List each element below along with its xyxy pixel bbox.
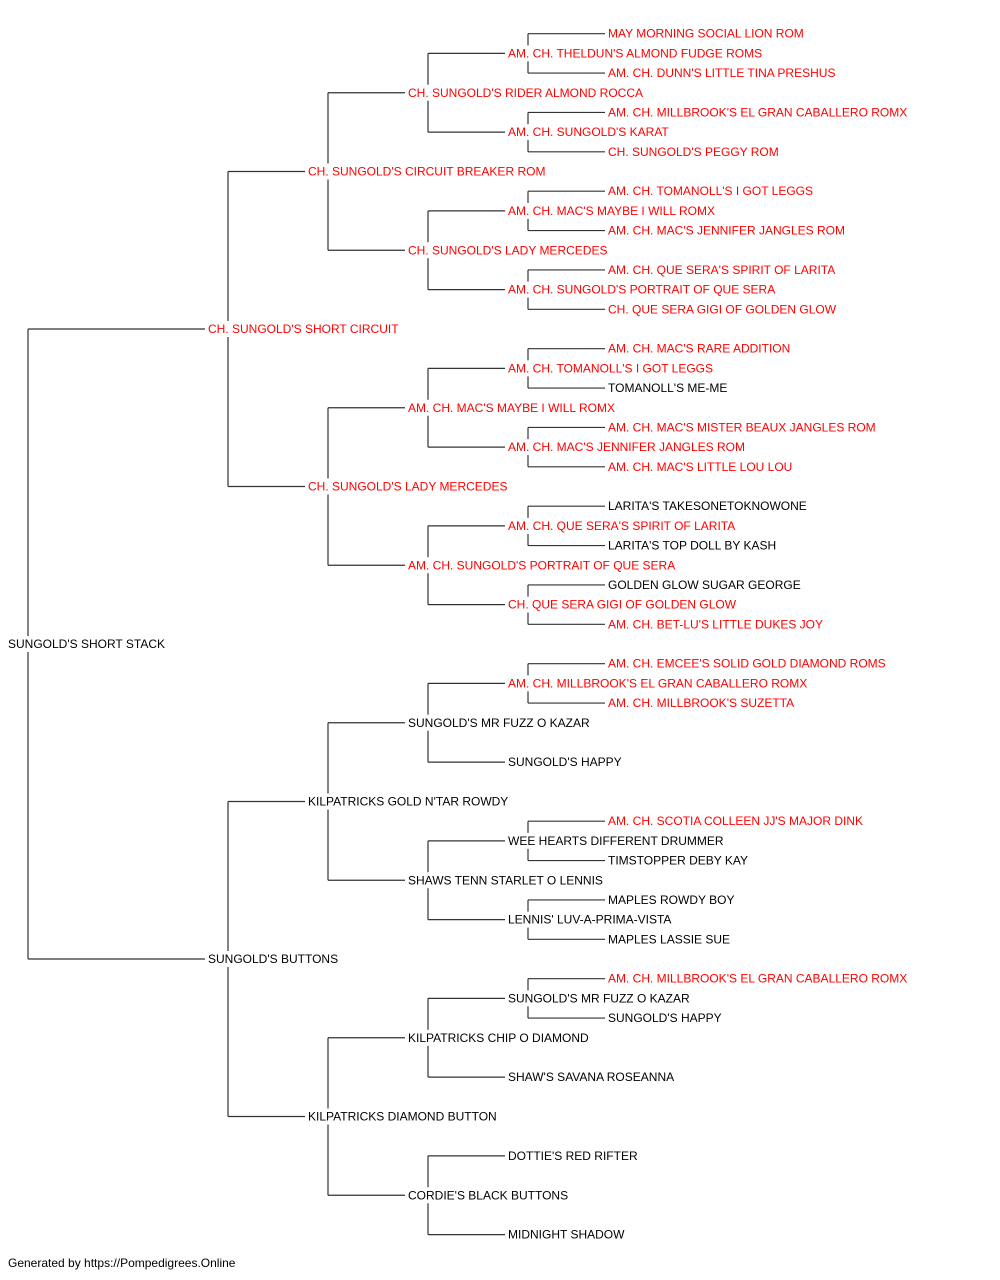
ancestor-name-gen-3: SUNGOLD'S MR FUZZ O KAZAR [408,716,590,730]
ancestor-name-gen-5: AM. CH. DUNN'S LITTLE TINA PRESHUS [608,66,835,80]
ancestor-name-gen-2: KILPATRICKS DIAMOND BUTTON [308,1110,497,1124]
ancestor-name-gen-4: AM. CH. SUNGOLD'S PORTRAIT OF QUE SERA [508,283,775,297]
ancestor-name-gen-5: AM. CH. MAC'S LITTLE LOU LOU [608,460,792,474]
ancestor-name-gen-5: AM. CH. MILLBROOK'S EL GRAN CABALLERO RO… [608,972,907,986]
ancestor-name-gen-5: MAPLES LASSIE SUE [608,932,730,946]
ancestor-name-gen-0: SUNGOLD'S SHORT STACK [8,637,165,651]
ancestor-name-gen-4: AM. CH. MAC'S JENNIFER JANGLES ROM [508,440,745,454]
ancestor-name-gen-2: KILPATRICKS GOLD N'TAR ROWDY [308,795,508,809]
ancestor-name-gen-5: LARITA'S TAKESONETOKNOWONE [608,499,807,513]
ancestor-name-gen-5: GOLDEN GLOW SUGAR GEORGE [608,578,801,592]
ancestor-name-gen-5: AM. CH. MAC'S RARE ADDITION [608,342,790,356]
ancestor-name-gen-4: LENNIS' LUV-A-PRIMA-VISTA [508,913,671,927]
ancestor-name-gen-1: SUNGOLD'S BUTTONS [208,952,338,966]
ancestor-name-gen-4: SUNGOLD'S HAPPY [508,755,622,769]
ancestor-name-gen-5: AM. CH. EMCEE'S SOLID GOLD DIAMOND ROMS [608,657,886,671]
ancestor-name-gen-5: MAPLES ROWDY BOY [608,893,734,907]
ancestor-name-gen-5: AM. CH. MILLBROOK'S SUZETTA [608,696,794,710]
ancestor-name-gen-4: SHAW'S SAVANA ROSEANNA [508,1070,674,1084]
ancestor-name-gen-4: WEE HEARTS DIFFERENT DRUMMER [508,834,724,848]
ancestor-name-gen-5: TOMANOLL'S ME-ME [608,381,727,395]
ancestor-name-gen-4: CH. QUE SERA GIGI OF GOLDEN GLOW [508,598,737,612]
ancestor-name-gen-5: CH. SUNGOLD'S PEGGY ROM [608,145,779,159]
ancestor-name-gen-5: TIMSTOPPER DEBY KAY [608,854,748,868]
ancestor-name-gen-3: CH. SUNGOLD'S RIDER ALMOND ROCCA [408,86,643,100]
ancestor-name-gen-5: AM. CH. QUE SERA'S SPIRIT OF LARITA [608,263,835,277]
ancestor-name-gen-4: AM. CH. SUNGOLD'S KARAT [508,125,669,139]
ancestor-name-gen-5: MAY MORNING SOCIAL LION ROM [608,27,804,41]
ancestor-name-gen-4: DOTTIE'S RED RIFTER [508,1149,638,1163]
ancestor-name-gen-2: CH. SUNGOLD'S LADY MERCEDES [308,480,507,494]
ancestor-name-gen-3: CORDIE'S BLACK BUTTONS [408,1188,568,1202]
ancestor-name-gen-5: AM. CH. TOMANOLL'S I GOT LEGGS [608,184,813,198]
ancestor-name-gen-3: AM. CH. MAC'S MAYBE I WILL ROMX [408,401,615,415]
ancestor-name-gen-5: LARITA'S TOP DOLL BY KASH [608,539,776,553]
ancestor-name-gen-5: AM. CH. MILLBROOK'S EL GRAN CABALLERO RO… [608,105,907,119]
ancestor-name-gen-5: AM. CH. MAC'S MISTER BEAUX JANGLES ROM [608,420,876,434]
ancestor-name-gen-4: AM. CH. THELDUN'S ALMOND FUDGE ROMS [508,46,762,60]
ancestor-name-gen-4: MIDNIGHT SHADOW [508,1228,625,1242]
ancestor-name-gen-5: AM. CH. MAC'S JENNIFER JANGLES ROM [608,224,845,238]
ancestor-name-gen-3: SHAWS TENN STARLET O LENNIS [408,873,603,887]
ancestor-name-gen-2: CH. SUNGOLD'S CIRCUIT BREAKER ROM [308,165,545,179]
ancestor-name-gen-3: KILPATRICKS CHIP O DIAMOND [408,1031,589,1045]
ancestor-name-gen-4: SUNGOLD'S MR FUZZ O KAZAR [508,991,690,1005]
ancestor-name-gen-5: AM. CH. SCOTIA COLLEEN JJ'S MAJOR DINK [608,814,863,828]
ancestor-name-gen-4: AM. CH. QUE SERA'S SPIRIT OF LARITA [508,519,735,533]
ancestor-name-gen-4: AM. CH. MAC'S MAYBE I WILL ROMX [508,204,715,218]
ancestor-name-gen-5: SUNGOLD'S HAPPY [608,1011,722,1025]
ancestor-name-gen-3: AM. CH. SUNGOLD'S PORTRAIT OF QUE SERA [408,558,675,572]
ancestor-name-gen-4: AM. CH. TOMANOLL'S I GOT LEGGS [508,361,713,375]
ancestor-name-gen-5: CH. QUE SERA GIGI OF GOLDEN GLOW [608,302,837,316]
ancestor-name-gen-4: AM. CH. MILLBROOK'S EL GRAN CABALLERO RO… [508,676,807,690]
ancestor-name-gen-5: AM. CH. BET-LU'S LITTLE DUKES JOY [608,617,823,631]
ancestor-name-gen-1: CH. SUNGOLD'S SHORT CIRCUIT [208,322,399,336]
pedigree-tree: SUNGOLD'S SHORT STACK CH. SUNGOLD'S SHORT… [8,27,907,1242]
ancestor-name-gen-3: CH. SUNGOLD'S LADY MERCEDES [408,243,607,257]
footer-credit: Generated by https://Pompedigrees.Online [8,1256,236,1270]
